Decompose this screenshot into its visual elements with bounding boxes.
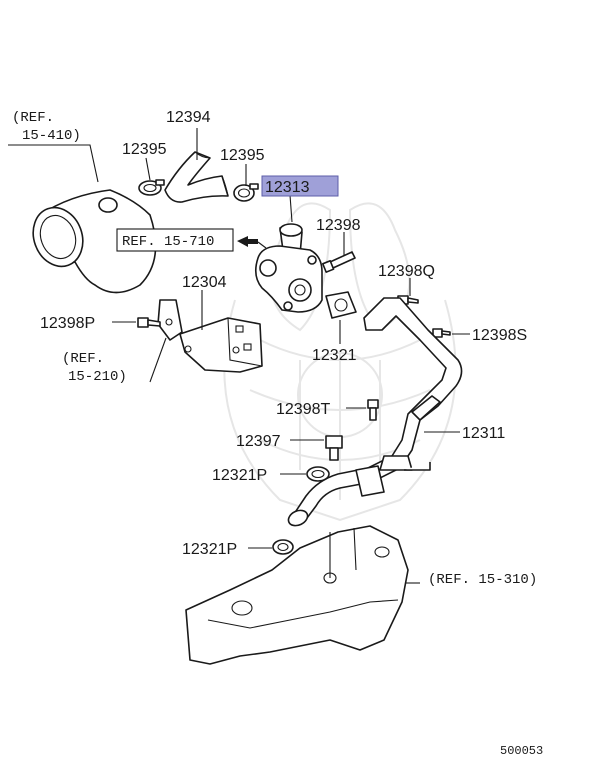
part-label-12321P-upper[interactable]: 12321P — [212, 467, 267, 484]
gasket-12321P-lower — [272, 539, 294, 555]
part-label-12398[interactable]: 12398 — [316, 217, 361, 234]
ref-15-210-line2[interactable]: 15-210) — [68, 369, 127, 385]
part-label-12398P[interactable]: 12398P — [40, 315, 95, 332]
ref-15-310-label[interactable]: (REF. 15-310) — [428, 572, 537, 588]
part-label-12394[interactable]: 12394 — [166, 109, 211, 126]
figure-number: 500053 — [500, 744, 543, 758]
ref-15-710-label[interactable]: REF. 15-710 — [122, 234, 214, 250]
gasket-12321 — [325, 291, 357, 319]
air-pipe-12311 — [287, 297, 463, 527]
part-label-12311[interactable]: 12311 — [462, 425, 505, 442]
ref-15-210-line1[interactable]: (REF. — [62, 351, 104, 367]
part-label-12321[interactable]: 12321 — [312, 347, 357, 364]
part-label-12397[interactable]: 12397 — [236, 433, 281, 450]
bolt-12398T — [367, 399, 379, 421]
intake-bracket-tab — [157, 299, 183, 341]
part-label-12321P-lower[interactable]: 12321P — [182, 541, 237, 558]
highlight-12313 — [261, 175, 339, 197]
ref-15-710-box — [116, 228, 234, 252]
bolt-12398 — [321, 251, 356, 273]
bolt-12398P — [137, 317, 161, 328]
bracket-12304 — [179, 317, 263, 373]
part-label-12398S[interactable]: 12398S — [472, 327, 527, 344]
part-label-12395-right[interactable]: 12395 — [220, 147, 265, 164]
intake-duct — [32, 189, 157, 294]
ref-15-410-line1[interactable]: (REF. — [12, 110, 54, 126]
hose-clamp-right — [233, 183, 259, 202]
part-label-12395-left[interactable]: 12395 — [122, 141, 167, 158]
ref-15-410-line2[interactable]: 15-410) — [22, 128, 81, 144]
hose-12394 — [164, 151, 229, 203]
exhaust-manifold — [185, 525, 409, 665]
plug-12397 — [325, 435, 343, 461]
part-label-12398T[interactable]: 12398T — [276, 401, 330, 418]
part-label-12313[interactable]: 12313 — [265, 179, 310, 196]
reference-arrow — [237, 236, 267, 249]
gasket-12321P-upper — [306, 466, 330, 482]
leader-lines — [8, 128, 470, 584]
part-label-12304[interactable]: 12304 — [182, 274, 227, 291]
bolt-12398S — [432, 328, 451, 338]
air-switching-valve-12313 — [254, 223, 323, 313]
part-label-12398Q[interactable]: 12398Q — [378, 263, 435, 280]
hose-clamp-left — [138, 179, 165, 196]
